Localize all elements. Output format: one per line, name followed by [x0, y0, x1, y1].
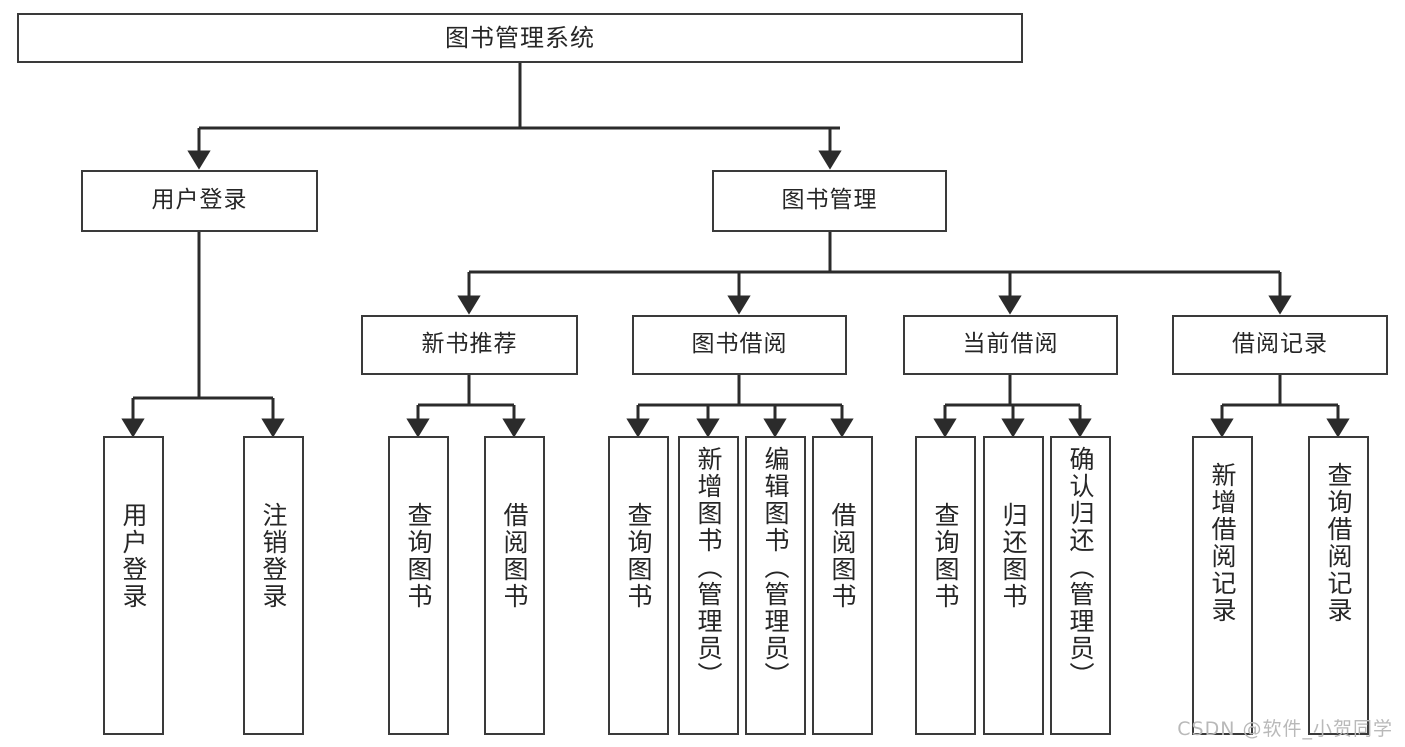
connectors-new-book-to-leaves	[406, 375, 526, 438]
connectors-current-borrow-to-leaves	[933, 375, 1092, 438]
leaf-user-login-signin[interactable]: 用户登录	[103, 436, 164, 735]
connectors-book-mgmt-to-level3	[457, 232, 1292, 315]
node-borrow-record[interactable]: 借阅记录	[1172, 315, 1388, 375]
leaf-book-borrow-query-book[interactable]: 查询图书	[608, 436, 669, 735]
node-book-borrow[interactable]: 图书借阅	[632, 315, 847, 375]
node-label: 新书推荐	[421, 331, 518, 358]
watermark-text: CSDN @软件_小贺同学	[1177, 718, 1393, 740]
node-label: 图书借阅	[691, 331, 788, 358]
leaf-current-borrow-return-book[interactable]: 归还图书	[983, 436, 1044, 735]
node-label: 注销登录	[259, 502, 288, 610]
leaf-borrow-record-add-record[interactable]: 新增借阅记录	[1192, 436, 1253, 735]
node-label: 查询图书	[624, 502, 653, 610]
node-label: 当前借阅	[962, 331, 1059, 358]
node-book-management[interactable]: 图书管理	[712, 170, 947, 232]
node-label: 用户登录	[119, 502, 148, 610]
connectors-book-borrow-to-leaves	[626, 375, 854, 438]
leaf-new-book-query-book[interactable]: 查询图书	[388, 436, 449, 735]
node-label: 图书管理系统	[445, 23, 595, 52]
node-user-login[interactable]: 用户登录	[81, 170, 318, 232]
connectors-user-login-to-leaves	[121, 232, 285, 438]
node-label: 借阅图书	[500, 502, 529, 610]
leaf-current-borrow-confirm-return[interactable]: 确认归还（管理员）	[1050, 436, 1111, 735]
leaf-book-borrow-edit-book[interactable]: 编辑图书（管理员）	[745, 436, 806, 735]
node-label: 查询借阅记录	[1324, 462, 1353, 624]
leaf-user-login-signout[interactable]: 注销登录	[243, 436, 304, 735]
node-label: 图书管理	[781, 187, 878, 214]
leaf-book-borrow-add-book[interactable]: 新增图书（管理员）	[678, 436, 739, 735]
leaf-current-borrow-query-book[interactable]: 查询图书	[915, 436, 976, 735]
leaf-book-borrow-borrow-book[interactable]: 借阅图书	[812, 436, 873, 735]
node-root-system[interactable]: 图书管理系统	[17, 13, 1023, 63]
node-label: 归还图书	[999, 502, 1028, 610]
node-label: 编辑图书（管理员）	[761, 446, 790, 689]
node-label: 用户登录	[151, 187, 248, 214]
node-label: 借阅图书	[828, 502, 857, 610]
node-label: 查询图书	[404, 502, 433, 610]
node-label: 新增图书（管理员）	[694, 446, 723, 689]
connectors-borrow-record-to-leaves	[1210, 375, 1350, 438]
node-label: 新增借阅记录	[1208, 462, 1237, 624]
node-current-borrow[interactable]: 当前借阅	[903, 315, 1118, 375]
node-label: 确认归还（管理员）	[1066, 446, 1095, 689]
connectors-root-to-level2	[187, 63, 842, 170]
leaf-new-book-borrow-book[interactable]: 借阅图书	[484, 436, 545, 735]
node-label: 借阅记录	[1232, 331, 1328, 358]
node-label: 查询图书	[931, 502, 960, 610]
node-new-book-recommend[interactable]: 新书推荐	[361, 315, 578, 375]
leaf-borrow-record-query-record[interactable]: 查询借阅记录	[1308, 436, 1369, 735]
